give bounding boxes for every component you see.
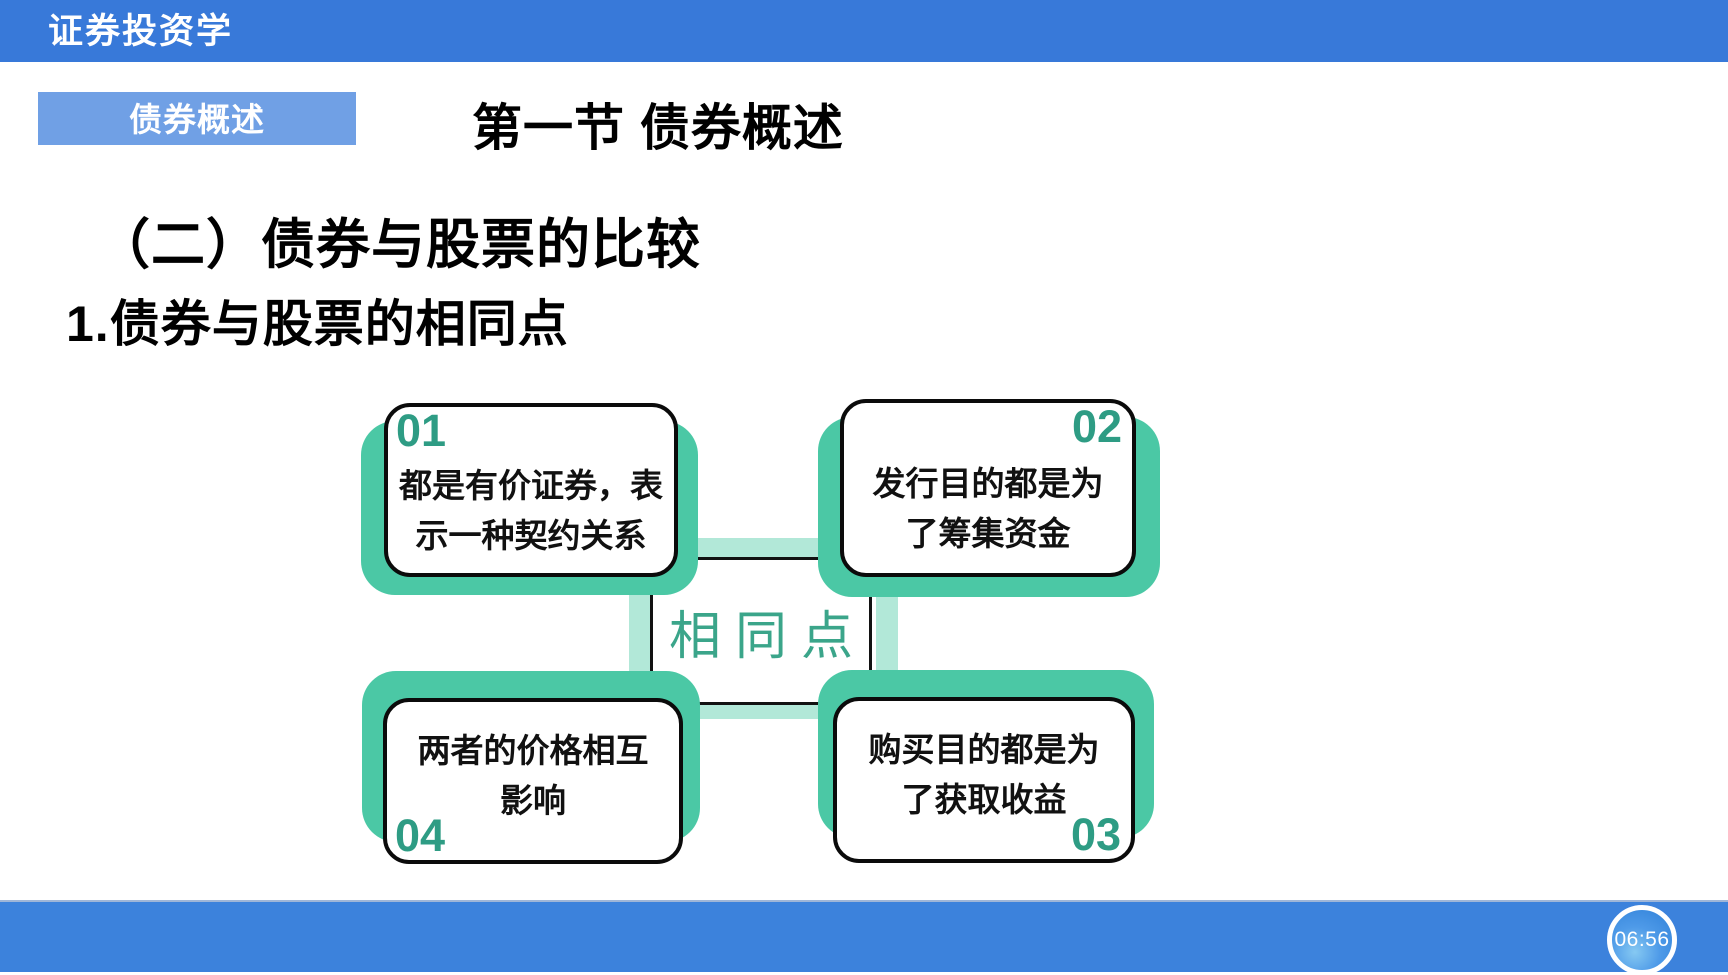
card-01-number: 01 <box>396 405 447 456</box>
card-02: 02 发行目的都是为 了筹集资金 <box>840 399 1136 577</box>
card-01-text-line1: 都是有价证券，表 <box>399 467 663 504</box>
topic-badge: 债券概述 <box>38 92 356 145</box>
card-03-text-line1: 购买目的都是为 <box>868 731 1100 768</box>
card-01: 01 都是有价证券，表 示一种契约关系 <box>384 403 678 577</box>
card-04: 04 两者的价格相互 影响 <box>383 698 683 864</box>
card-03-number: 03 <box>1070 809 1121 860</box>
timer-badge: 06:56 <box>1607 905 1677 975</box>
card-04-text-line1: 两者的价格相互 <box>417 732 649 769</box>
slide-subheading: 1.债券与股票的相同点 <box>66 296 569 352</box>
connector-left <box>629 560 650 705</box>
card-01-text-line2: 示一种契约关系 <box>415 517 647 554</box>
section-title: 第一节 债券概述 <box>472 100 844 156</box>
card-04-text-line2: 影响 <box>500 782 566 819</box>
card-02-text-line1: 发行目的都是为 <box>872 465 1104 502</box>
center-label: 相同点 <box>668 608 867 666</box>
card-03-text-line2: 了获取收益 <box>901 781 1067 818</box>
bottom-bar <box>0 900 1728 972</box>
timer-text: 06:56 <box>1614 928 1670 951</box>
top-bar: 证券投资学 <box>0 0 1728 62</box>
slide-heading: （二）债券与股票的比较 <box>96 215 701 275</box>
card-03: 03 购买目的都是为 了获取收益 <box>833 697 1135 863</box>
card-04-number: 04 <box>395 810 446 861</box>
card-02-text-line2: 了筹集资金 <box>905 515 1071 552</box>
card-02-number: 02 <box>1071 401 1122 452</box>
course-title: 证券投资学 <box>48 12 234 51</box>
